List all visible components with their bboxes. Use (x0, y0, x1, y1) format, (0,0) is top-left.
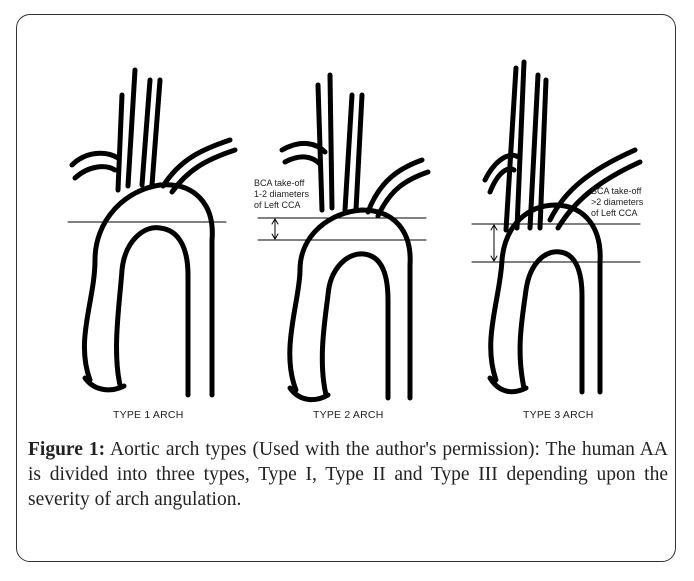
type-3-bca-note: BCA take-off >2 diameters of Left CCA (591, 186, 643, 219)
caption-text: Aortic arch types (Used with the author'… (28, 439, 668, 510)
type-2-note-line-2: 1-2 diameters (254, 189, 309, 200)
type-2-arch-drawing (282, 75, 428, 400)
aortic-arch-diagram (0, 0, 694, 430)
type-3-arch-drawing (485, 62, 640, 392)
type-2-bca-note: BCA take-off 1-2 diameters of Left CCA (254, 178, 309, 211)
type-3-note-line-1: BCA take-off (591, 186, 643, 197)
type-1-arch-label: TYPE 1 ARCH (113, 409, 183, 421)
figure-caption: Figure 1: Aortic arch types (Used with t… (28, 437, 668, 512)
type-3-arch-label: TYPE 3 ARCH (523, 409, 593, 421)
type-2-note-line-1: BCA take-off (254, 178, 309, 189)
caption-label: Figure 1: (28, 439, 105, 460)
type-3-note-line-3: of Left CCA (591, 208, 643, 219)
type-2-arch-label: TYPE 2 ARCH (313, 409, 383, 421)
type-3-note-line-2: >2 diameters (591, 197, 643, 208)
type-1-arch-drawing (72, 70, 235, 395)
type-2-note-line-3: of Left CCA (254, 200, 309, 211)
